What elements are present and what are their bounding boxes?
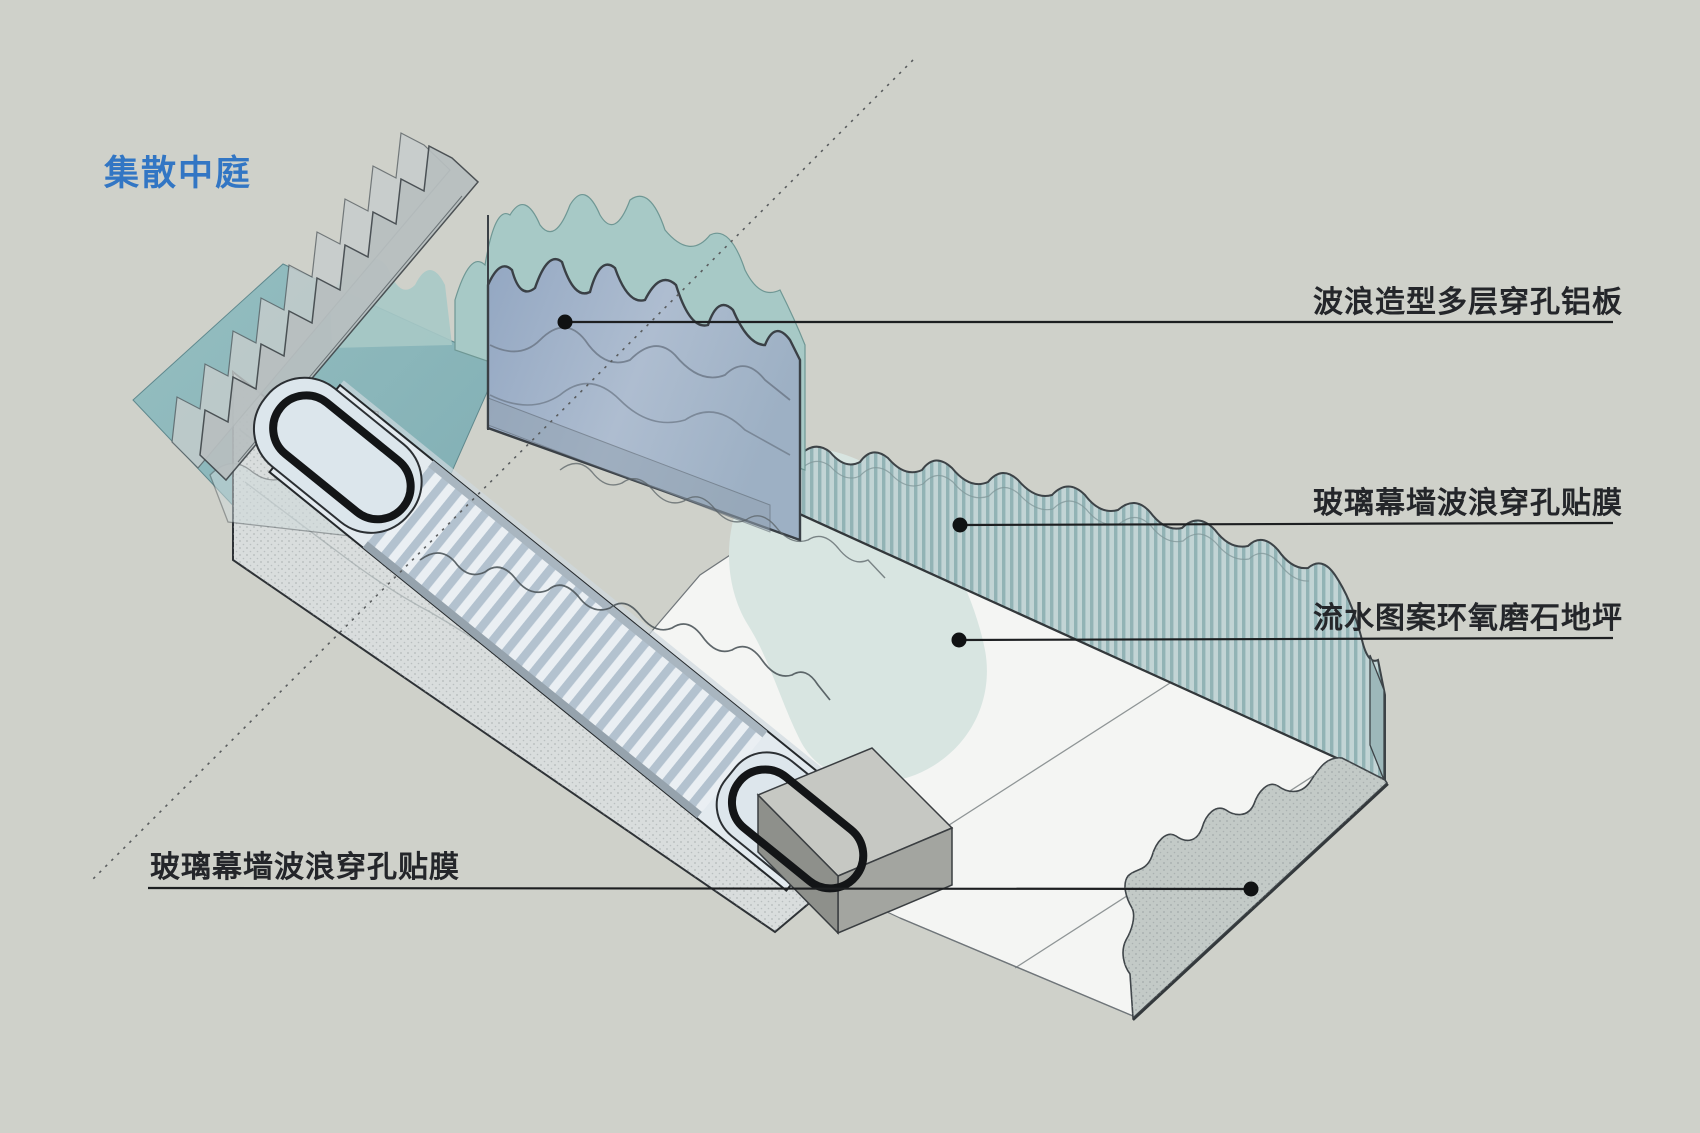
escalator-platform <box>756 747 954 935</box>
callout-label: 流水图案环氧磨石地坪 <box>1313 601 1623 635</box>
callout-dot <box>952 517 968 533</box>
callout-label: 玻璃幕墙波浪穿孔贴膜 <box>1313 486 1623 520</box>
escalator-steps <box>367 466 763 812</box>
callout-aluminum-panel: 波浪造型多层穿孔铝板 <box>557 285 1623 330</box>
escalator-bottom-handrail <box>727 765 868 893</box>
callout-glass-wall-lower: 玻璃幕墙波浪穿孔贴膜 <box>147 850 1259 897</box>
construction-dashed-line <box>91 59 914 881</box>
callout-dot <box>951 632 967 648</box>
diagram-title: 集散中庭 <box>103 153 252 193</box>
escalator-side-wave-right <box>559 462 886 579</box>
leader-line <box>147 886 1252 891</box>
escalator <box>252 376 863 892</box>
callout-dot <box>557 314 573 330</box>
callout-glass-wall-upper: 玻璃幕墙波浪穿孔贴膜 <box>952 486 1623 533</box>
callout-dot <box>1243 881 1259 897</box>
escalator-top-landing <box>252 376 423 534</box>
callout-epoxy-floor: 流水图案环氧磨石地坪 <box>951 601 1623 648</box>
callout-label: 玻璃幕墙波浪穿孔贴膜 <box>150 850 460 884</box>
escalator-top-handrail <box>269 391 415 524</box>
glass-curtain-wall-upper <box>794 445 1386 782</box>
leader-line <box>959 521 1614 527</box>
escalator-side-wave-left <box>419 552 831 701</box>
callout-label: 波浪造型多层穿孔铝板 <box>1313 285 1623 319</box>
leader-line <box>958 636 1614 642</box>
